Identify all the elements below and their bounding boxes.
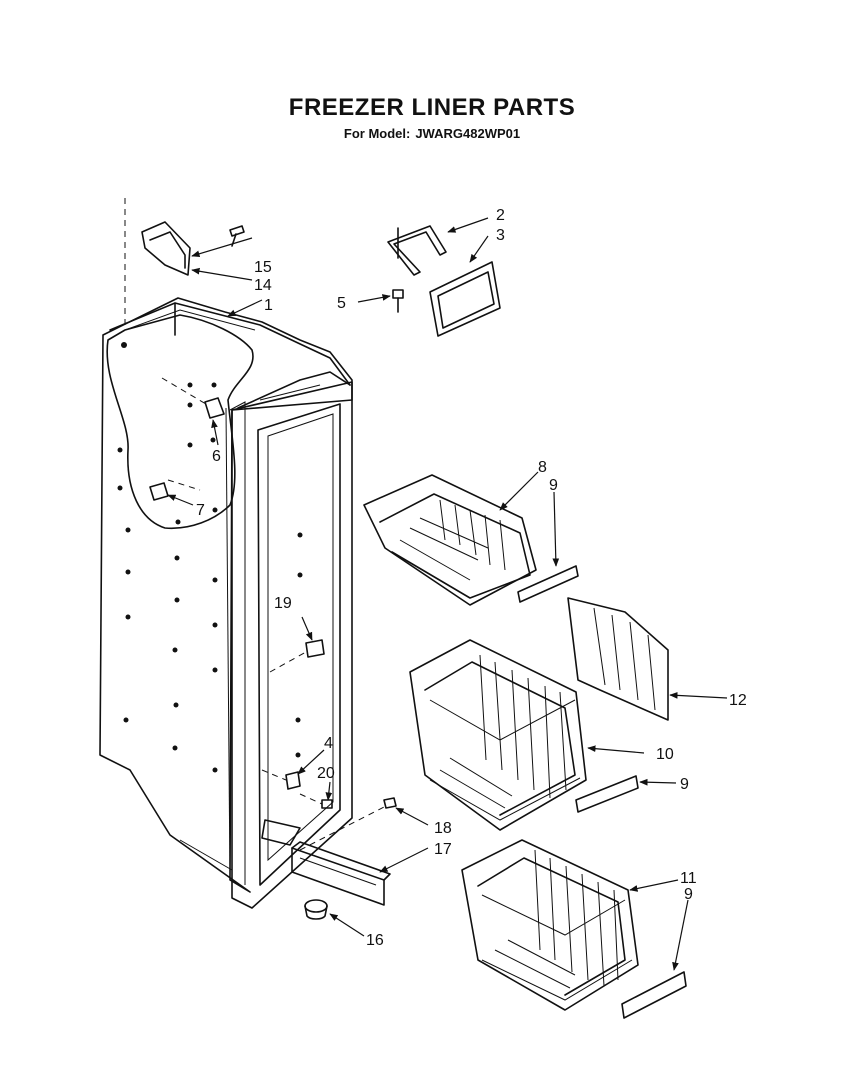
callout-7: 7 — [196, 502, 205, 519]
callout-6: 6 — [212, 448, 221, 465]
callout-9-middle: 9 — [680, 776, 689, 793]
basket-part-8 — [363, 474, 537, 606]
plug-part-16 — [304, 899, 328, 920]
callout-8: 8 — [538, 459, 547, 476]
model-number: JWARG482WP01 — [415, 126, 521, 141]
clip-part-7 — [149, 479, 201, 501]
callout-16: 16 — [366, 932, 384, 949]
plate-part-3 — [429, 261, 501, 337]
callout-3: 3 — [496, 227, 505, 244]
callout-11: 11 — [680, 870, 697, 887]
callout-19: 19 — [274, 595, 292, 612]
freezer-liner — [99, 198, 353, 909]
callout-10: 10 — [656, 746, 674, 763]
screw-part-18 — [299, 797, 397, 851]
callout-4: 4 — [324, 735, 333, 752]
callout-18: 18 — [434, 820, 452, 837]
model-label: For Model: — [343, 126, 411, 141]
diagram-title: FREEZER LINER PARTS — [288, 94, 576, 121]
callout-9-lower: 9 — [684, 886, 693, 903]
callout-15: 15 — [254, 259, 272, 276]
callout-17: 17 — [434, 841, 452, 858]
basket-part-10 — [409, 639, 587, 831]
screw-part-20 — [299, 793, 333, 809]
callout-14: 14 — [254, 277, 272, 294]
callout-1: 1 — [264, 297, 273, 314]
bracket-part-14 — [141, 221, 191, 276]
strip-part-9-middle — [575, 775, 639, 813]
bracket-part-2 — [387, 225, 447, 276]
strip-part-9-lower — [621, 971, 687, 1019]
bracket-part-4 — [261, 769, 301, 790]
strip-part-9-upper — [517, 565, 579, 603]
callout-2: 2 — [496, 207, 505, 224]
screw-part-5 — [392, 289, 404, 313]
damper-part-19 — [269, 639, 325, 673]
clip-part-6 — [161, 377, 225, 419]
model-line: For Model: JWARG482WP01 — [0, 126, 864, 141]
callout-12: 12 — [729, 692, 747, 709]
divider-part-12 — [567, 597, 669, 721]
rail-part-17 — [291, 841, 391, 906]
callout-5: 5 — [337, 295, 346, 312]
callout-20: 20 — [317, 765, 335, 782]
basket-part-11 — [461, 839, 639, 1011]
callout-9-upper: 9 — [549, 477, 558, 494]
